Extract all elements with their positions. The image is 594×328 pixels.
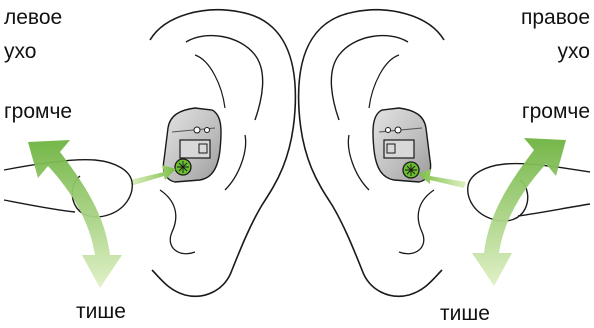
right-aid-battery-door: [383, 139, 415, 159]
left-aid-battery-door: [179, 139, 211, 159]
left-ear-outline: [149, 9, 297, 297]
volume-dial-icon: [402, 161, 420, 179]
right-ear-outline: [297, 9, 445, 297]
left-hearing-aid: [162, 107, 222, 183]
left-ear-title-line1: левое: [4, 6, 63, 29]
left-louder-label: громче: [4, 100, 73, 123]
volume-dial-icon: [174, 158, 192, 176]
right-ear-concha: [347, 134, 435, 255]
right-aid-button-1: [385, 127, 391, 133]
left-curved-double-arrow-icon: [28, 140, 122, 288]
left-ear-inner-fold: [185, 34, 264, 121]
right-quieter-label: тише: [440, 302, 490, 325]
right-louder-label: громче: [521, 100, 590, 123]
right-hearing-aid: [372, 107, 432, 183]
left-ear-title-line2: ухо: [4, 40, 37, 63]
right-ear-antihelix: [368, 54, 400, 109]
right-ear-title-line2: ухо: [557, 40, 590, 63]
left-quieter-label: тише: [76, 300, 126, 323]
left-aid-button-2: [204, 127, 210, 133]
right-ear-inner-fold: [330, 34, 409, 121]
left-ear-concha: [159, 134, 247, 255]
right-pointer-arrow: [418, 169, 466, 188]
right-curved-double-arrow-icon: [472, 138, 566, 286]
left-ear-group: [3, 9, 297, 297]
left-pointer-arrow: [130, 165, 176, 186]
right-aid-button-2: [394, 126, 402, 134]
left-aid-button-1: [193, 126, 201, 134]
right-ear-title-line1: правое: [520, 6, 590, 29]
left-ear-antihelix: [194, 54, 226, 109]
finger-icon: [3, 158, 133, 218]
right-ear-group: [297, 9, 591, 297]
